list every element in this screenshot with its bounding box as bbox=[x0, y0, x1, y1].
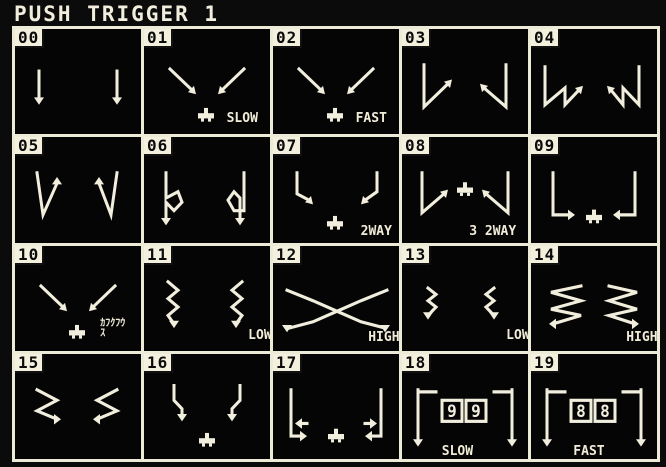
pattern-label: SLOW bbox=[442, 444, 473, 459]
pattern-number: 05 bbox=[15, 137, 44, 156]
pattern-number: 02 bbox=[273, 29, 302, 48]
pattern-number: 16 bbox=[144, 354, 173, 373]
pattern-cell[interactable]: 16 bbox=[144, 354, 273, 462]
pattern-cell[interactable]: 17 bbox=[273, 354, 402, 462]
pattern-number: 12 bbox=[273, 246, 302, 265]
pattern-label: SLOW bbox=[227, 111, 258, 126]
counter-digit: 9 bbox=[447, 402, 457, 421]
counter-digit: 9 bbox=[471, 402, 481, 421]
pattern-label: 3 2WAY bbox=[469, 224, 516, 239]
screen-title: PUSH TRIGGER 1 bbox=[14, 3, 219, 25]
pattern-cell[interactable]: 10 ｶﾌｸﾌｳｽ bbox=[15, 246, 144, 354]
pattern-number: 01 bbox=[144, 29, 173, 48]
pattern-number: 10 bbox=[15, 246, 44, 265]
pattern-cell[interactable]: 03 bbox=[402, 29, 531, 137]
pattern-label: HIGH bbox=[626, 330, 657, 345]
pattern-number: 09 bbox=[531, 137, 560, 156]
pattern-label: ｶﾌｸﾌｳｽ bbox=[100, 319, 126, 339]
pattern-cell[interactable]: 09 bbox=[531, 137, 660, 245]
pattern-cell[interactable]: 00 bbox=[15, 29, 144, 137]
pattern-label: LOW bbox=[248, 328, 271, 343]
pattern-label: 2WAY bbox=[361, 224, 392, 239]
counter-digit: 8 bbox=[576, 402, 586, 421]
pattern-cell[interactable]: 15 bbox=[15, 354, 144, 462]
pattern-cell[interactable]: 06 bbox=[144, 137, 273, 245]
pattern-number: 06 bbox=[144, 137, 173, 156]
pattern-label: LOW bbox=[506, 328, 529, 343]
pattern-number: 13 bbox=[402, 246, 431, 265]
pattern-number: 07 bbox=[273, 137, 302, 156]
pattern-number: 17 bbox=[273, 354, 302, 373]
pattern-cell[interactable]: 05 bbox=[15, 137, 144, 245]
pattern-number: 03 bbox=[402, 29, 431, 48]
pattern-number: 19 bbox=[531, 354, 560, 373]
pattern-number: 15 bbox=[15, 354, 44, 373]
counter-digit: 8 bbox=[600, 402, 610, 421]
pattern-cell[interactable]: 04 bbox=[531, 29, 660, 137]
pattern-cell[interactable]: 07 2WAY bbox=[273, 137, 402, 245]
pattern-label: HIGH bbox=[368, 330, 399, 345]
pattern-label: FAST bbox=[573, 444, 604, 459]
pattern-cell[interactable]: 08 3 2WAY bbox=[402, 137, 531, 245]
pattern-number: 14 bbox=[531, 246, 560, 265]
pattern-label: FAST bbox=[356, 111, 387, 126]
pattern-number: 08 bbox=[402, 137, 431, 156]
pattern-number: 11 bbox=[144, 246, 173, 265]
pattern-number: 00 bbox=[15, 29, 44, 48]
pattern-number: 18 bbox=[402, 354, 431, 373]
pattern-number: 04 bbox=[531, 29, 560, 48]
